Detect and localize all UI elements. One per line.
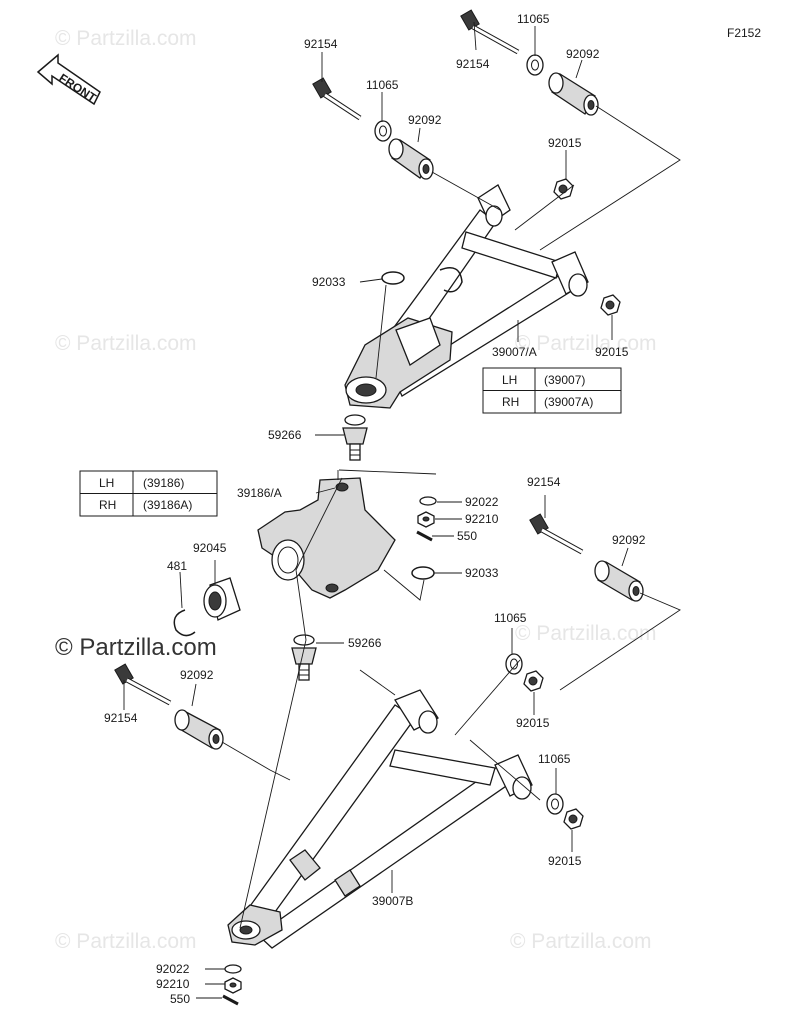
label-nut-92210-lower: 92210 [156, 977, 190, 991]
diagram-code: F2152 [727, 26, 761, 40]
label-washer-92022-lower: 92022 [156, 962, 190, 976]
label-upper-washer-left: 11065 [366, 78, 399, 92]
label-lower-nut-b: 92015 [548, 854, 582, 868]
label-lower-bushing-right: 92092 [612, 533, 646, 547]
part-labels: 92154 11065 92092 92154 11065 92092 9201… [104, 12, 646, 1006]
label-upper-bushing-right: 92092 [566, 47, 600, 61]
upper-bushing-left [388, 138, 434, 180]
watermark: © Partzilla.com [55, 332, 197, 355]
label-upper-ring: 92033 [312, 275, 346, 289]
label-knuckle: 39186/A [237, 486, 282, 500]
table-upper-lh: LH [502, 373, 517, 387]
watermark-bold: © Partzilla.com [55, 634, 217, 661]
label-upper-bolt-right: 92154 [456, 57, 490, 71]
label-upper-washer-right: 11065 [517, 12, 550, 26]
label-pin-550-lower: 550 [170, 992, 190, 1006]
ring-92033-lower [411, 566, 435, 580]
nut-92210-upper [417, 511, 435, 528]
table-knuckle-rh: RH [99, 498, 116, 512]
lower-bushing-right [594, 560, 644, 602]
table-upper-arm: LH (39007) RH (39007A) [482, 367, 622, 414]
label-bearing: 92045 [193, 541, 227, 555]
upper-a-arm [344, 184, 589, 409]
upper-bushing-right [548, 72, 599, 116]
nut-92210-lower [224, 977, 242, 994]
lower-nut-a [523, 670, 544, 692]
lower-bolt-right [529, 513, 584, 555]
label-upper-nut-a: 92015 [548, 136, 582, 150]
pin-550-upper [416, 530, 433, 542]
label-nut-92210-upper: 92210 [465, 512, 499, 526]
table-knuckle-rh-part: (39186A) [143, 498, 192, 512]
leader-lines [123, 21, 681, 999]
label-washer-92022-upper: 92022 [465, 495, 499, 509]
upper-bolt-right [460, 9, 520, 55]
label-lower-washer-a: 11065 [494, 611, 527, 625]
watermark: © Partzilla.com [55, 27, 197, 50]
label-upper-nut-b: 92015 [595, 345, 629, 359]
watermark: © Partzilla.com [510, 930, 652, 953]
label-ring-92033-lower: 92033 [465, 566, 499, 580]
label-lower-bolt-right: 92154 [527, 475, 561, 489]
table-upper-lh-part: (39007) [544, 373, 585, 387]
upper-nut-a [553, 178, 574, 200]
watermark: © Partzilla.com [515, 332, 657, 355]
table-knuckle: LH (39186) RH (39186A) [79, 470, 218, 517]
pin-550-lower [222, 994, 239, 1006]
label-ball-joint-upper: 59266 [268, 428, 302, 442]
label-ball-joint-lower: 59266 [348, 636, 382, 650]
watermark: © Partzilla.com [55, 930, 197, 953]
label-upper-bushing-left: 92092 [408, 113, 442, 127]
lower-a-arm [227, 689, 533, 949]
upper-ring [381, 271, 405, 285]
label-lower-washer-b: 11065 [538, 752, 571, 766]
upper-bolt-left [312, 77, 362, 121]
table-upper-rh: RH [502, 395, 519, 409]
washer-92022-lower [224, 964, 242, 974]
table-knuckle-lh-part: (39186) [143, 476, 184, 490]
circlip [173, 609, 196, 637]
watermark: © Partzilla.com [515, 622, 657, 645]
label-circlip: 481 [167, 559, 187, 573]
table-upper-rh-part: (39007A) [544, 395, 593, 409]
label-lower-arm: 39007B [372, 894, 413, 908]
label-lower-bolt-left: 92154 [104, 711, 138, 725]
ball-joint-upper [342, 414, 368, 461]
watermarks: © Partzilla.com © Partzilla.com © Partzi… [55, 27, 657, 953]
label-lower-bushing-left: 92092 [180, 668, 214, 682]
label-upper-bolt-left: 92154 [304, 37, 338, 51]
label-upper-arm: 39007/A [492, 345, 537, 359]
front-arrow-icon: FRONT [36, 53, 101, 105]
lower-bolt-left [114, 663, 172, 706]
wheel-bearing [203, 577, 241, 621]
lower-nut-b [563, 808, 584, 830]
label-lower-nut-a: 92015 [516, 716, 550, 730]
ball-joint-lower [291, 634, 317, 681]
upper-nut-b [600, 294, 621, 316]
washer-92022-upper [419, 496, 437, 506]
table-knuckle-lh: LH [99, 476, 114, 490]
lower-bushing-left [174, 709, 224, 750]
label-pin-550-upper: 550 [457, 529, 477, 543]
